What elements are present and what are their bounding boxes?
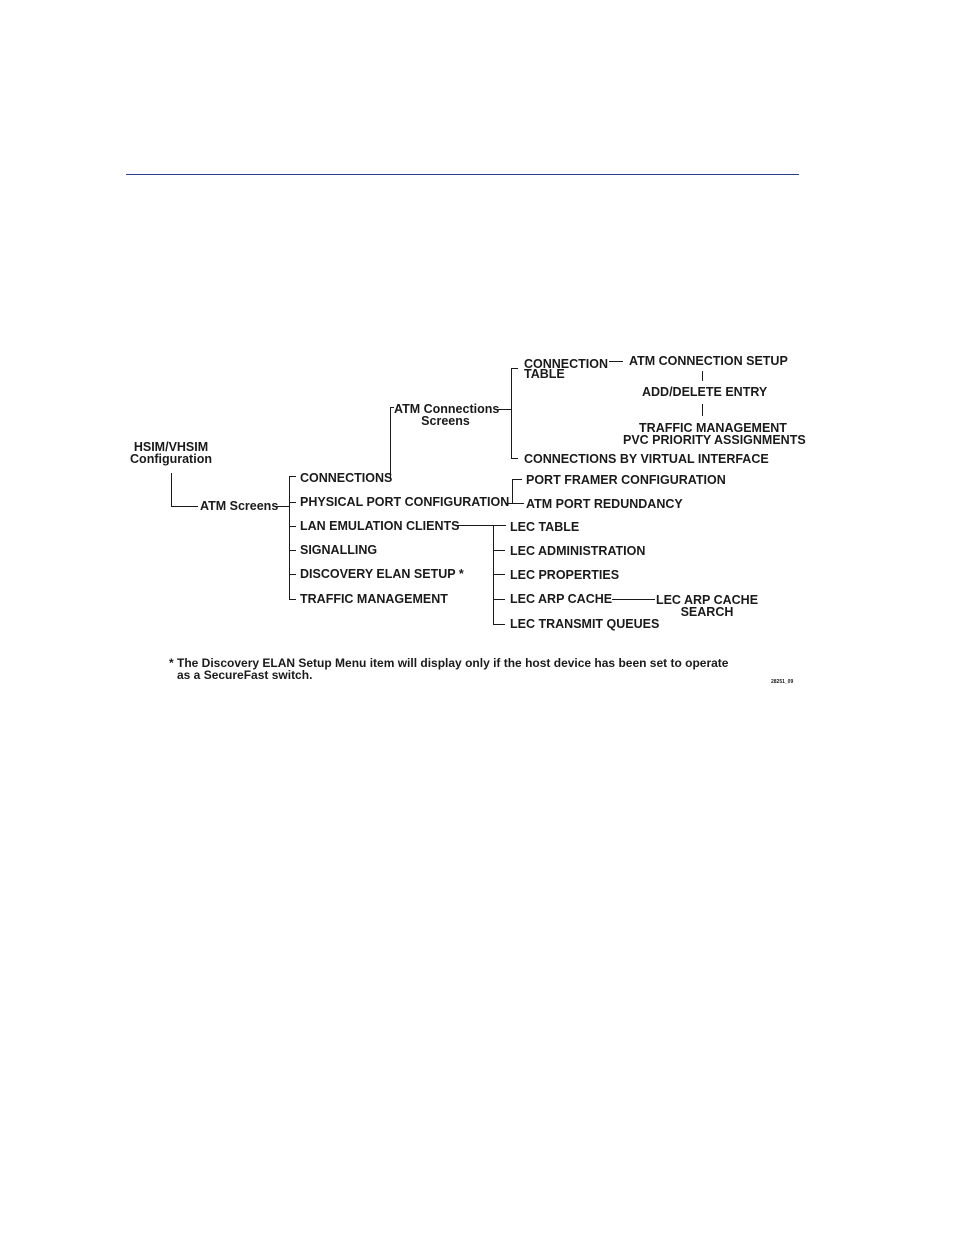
connector-line <box>457 525 506 526</box>
connector-line <box>702 371 703 381</box>
connector-line <box>497 409 511 410</box>
connector-line <box>511 368 512 458</box>
atm-screens-node: ATM Screens <box>200 499 279 513</box>
root-node: HSIM/VHSIM Configuration <box>128 440 214 466</box>
menu-item-physical-port-configuration: PHYSICAL PORT CONFIGURATION <box>300 495 510 509</box>
atm-connections-screens-line-2: Screens <box>421 414 470 428</box>
connector-line <box>512 479 513 504</box>
connector-line <box>512 503 524 504</box>
menu-item-traffic-management: TRAFFIC MANAGEMENT <box>300 592 448 606</box>
traffic-management-pvc-line-1: TRAFFIC MANAGEMENT <box>639 421 787 435</box>
connector-line <box>512 479 522 480</box>
lec-bracket-line <box>493 525 494 625</box>
menu-bracket-line <box>289 476 290 600</box>
lec-arp-cache-node: LEC ARP CACHE <box>510 592 613 606</box>
connector-line <box>289 550 296 551</box>
connector-line <box>289 574 296 575</box>
connector-line <box>390 407 394 408</box>
menu-item-connections: CONNECTIONS <box>300 471 393 485</box>
connector-line <box>702 404 703 416</box>
atm-connections-screens-line-1: ATM Connections <box>394 402 500 416</box>
connector-line <box>505 503 512 504</box>
connector-line <box>390 407 391 479</box>
menu-item-signalling: SIGNALLING <box>300 543 378 557</box>
lec-arp-cache-search-node: LEC ARP CACHE SEARCH <box>655 593 759 619</box>
atm-connections-screens-node: ATM Connections Screens <box>394 402 500 428</box>
menu-item-lan-emulation-clients: LAN EMULATION CLIENTS <box>300 519 460 533</box>
connector-line <box>511 458 518 459</box>
connection-table-line-2: TABLE <box>524 367 565 381</box>
connector-line <box>289 502 296 503</box>
figure-code: 28251_09 <box>771 679 794 685</box>
connector-line <box>276 506 289 507</box>
connector-line <box>289 599 296 600</box>
connector-line <box>493 550 505 551</box>
traffic-management-pvc-line-2: PVC PRIORITY ASSIGNMENTS <box>623 433 806 447</box>
connector-line <box>171 473 172 506</box>
connector-line <box>493 574 505 575</box>
connection-table-line-1: CONNECTION <box>524 357 609 371</box>
connection-table-node: CONNECTION TABLE <box>524 357 609 381</box>
port-framer-configuration-node: PORT FRAMER CONFIGURATION <box>526 473 726 487</box>
header-rule <box>126 174 799 175</box>
atm-port-redundancy-node: ATM PORT REDUNDANCY <box>526 497 683 511</box>
connector-line <box>289 526 296 527</box>
connections-by-virtual-interface-node: CONNECTIONS BY VIRTUAL INTERFACE <box>524 452 769 466</box>
lec-arp-cache-search-line-1: LEC ARP CACHE <box>655 593 759 607</box>
connector-line <box>493 624 505 625</box>
traffic-management-pvc-node: TRAFFIC MANAGEMENT PVC PRIORITY ASSIGNME… <box>623 421 806 447</box>
footnote-line-1: * The Discovery ELAN Setup Menu item wil… <box>169 656 729 670</box>
footnote-line-2: as a SecureFast switch. <box>177 668 313 682</box>
connector-line <box>609 361 623 362</box>
lec-arp-cache-search-line-2: SEARCH <box>680 605 734 619</box>
lec-properties-node: LEC PROPERTIES <box>510 568 620 582</box>
atm-connection-setup-node: ATM CONNECTION SETUP <box>629 354 788 368</box>
add-delete-entry-node: ADD/DELETE ENTRY <box>642 385 768 399</box>
root-label-line-1: HSIM/VHSIM <box>133 440 209 454</box>
connector-line <box>511 368 518 369</box>
connector-line <box>289 476 296 477</box>
lec-administration-node: LEC ADMINISTRATION <box>510 544 646 558</box>
menu-item-discovery-elan-setup: DISCOVERY ELAN SETUP * <box>300 567 464 581</box>
footnote: * The Discovery ELAN Setup Menu item wil… <box>169 657 728 681</box>
connector-line <box>612 599 655 600</box>
connector-line <box>171 506 198 507</box>
lec-table-node: LEC TABLE <box>510 520 580 534</box>
lec-transmit-queues-node: LEC TRANSMIT QUEUES <box>510 617 660 631</box>
root-label-line-2: Configuration <box>130 452 212 466</box>
connector-line <box>493 599 505 600</box>
